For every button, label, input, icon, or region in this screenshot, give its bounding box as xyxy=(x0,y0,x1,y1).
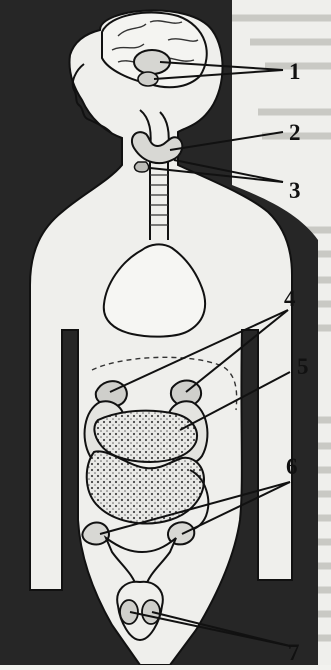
testis-left xyxy=(120,600,138,624)
callout-label-7: 7 xyxy=(288,640,300,665)
parathyroid-glands xyxy=(135,162,149,172)
callout-label-6: 6 xyxy=(286,454,298,479)
callout-label-2: 2 xyxy=(289,120,301,145)
callout-label-5: 5 xyxy=(297,354,309,379)
callout-label-3: 3 xyxy=(289,178,301,203)
callout-label-1: 1 xyxy=(289,59,301,84)
testis-right xyxy=(142,600,160,624)
callout-label-4: 4 xyxy=(284,286,296,311)
